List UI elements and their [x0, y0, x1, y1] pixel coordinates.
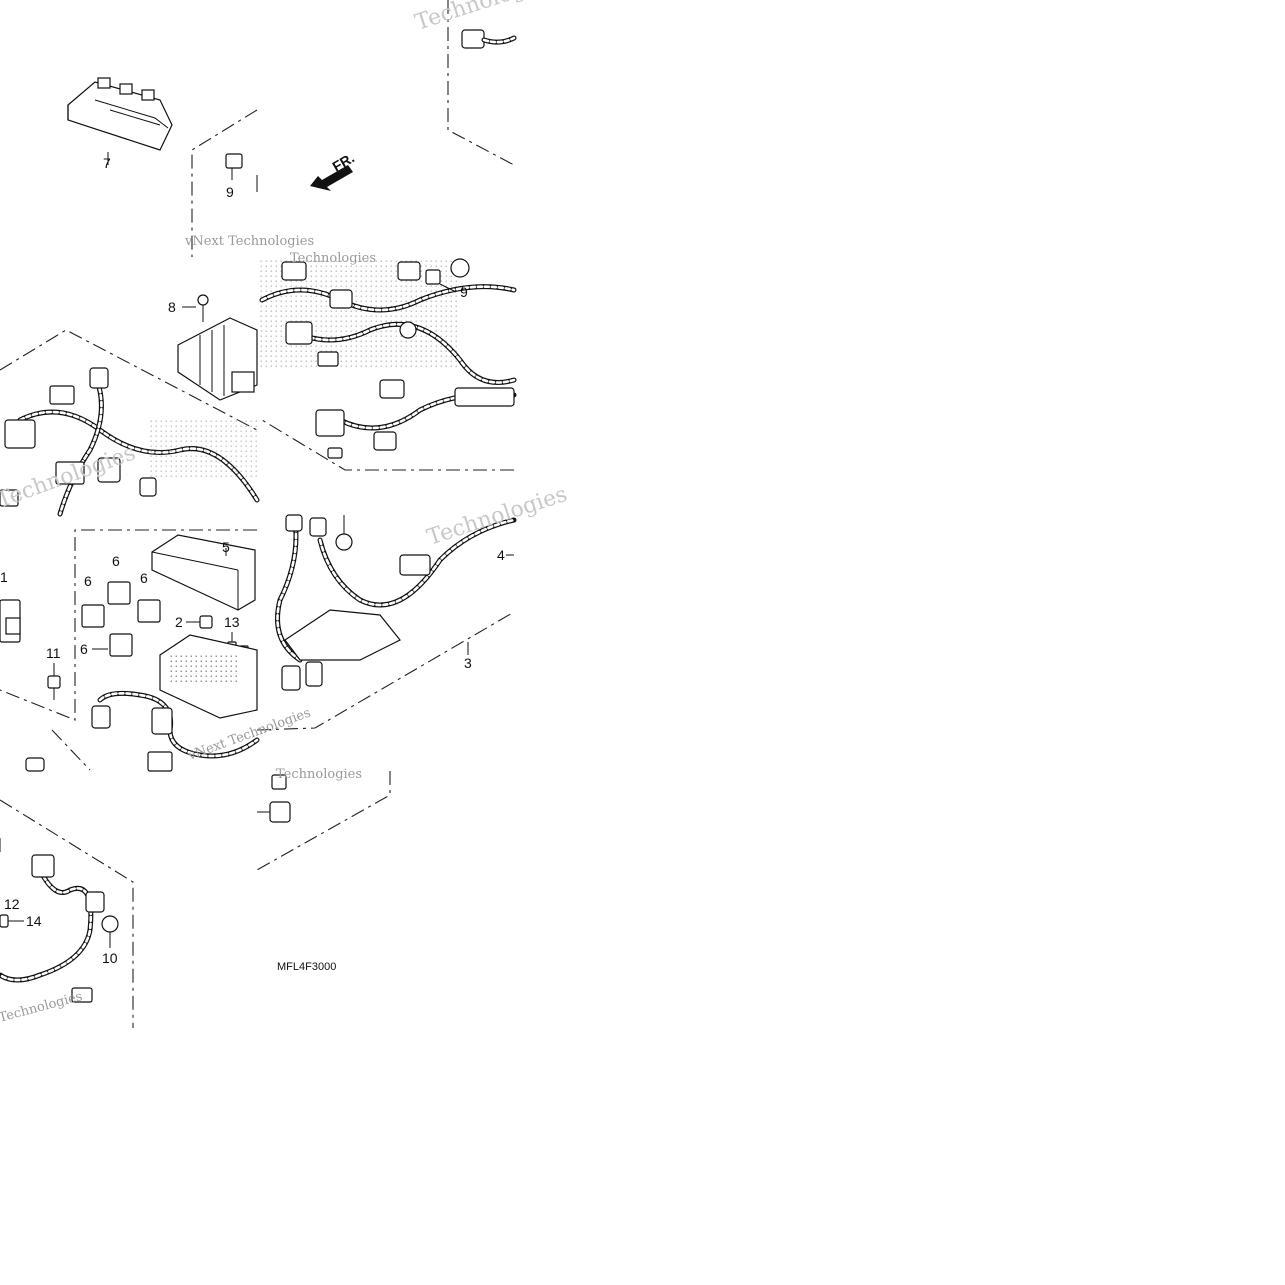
tile-bottom-middle: Technologies MFL4F3000: [256, 767, 391, 973]
watermark: Technologies: [290, 251, 376, 266]
watermark: Technologies: [276, 767, 362, 782]
fuse-box-cover-part-5: [151, 534, 256, 611]
front-direction-label: FR.: [330, 149, 358, 174]
part-code: MFL4F3000: [277, 961, 336, 973]
callout-5: 5: [222, 539, 230, 555]
front-direction-arrow-icon: FR.: [310, 149, 357, 191]
callout-6-d: 6: [80, 641, 88, 657]
callout-3: 3: [464, 655, 472, 671]
watermark: Technologies: [412, 0, 558, 36]
callout-6-a: 6: [84, 573, 92, 589]
callout-4: 4: [497, 547, 505, 563]
fuse-box-part-1: [159, 634, 258, 719]
callout-13: 13: [224, 614, 240, 630]
tile-center: 9 Technologies: [259, 251, 517, 471]
callout-10: 10: [102, 950, 118, 966]
watermark: vNext Technologies: [184, 234, 314, 249]
tile-bottom-left: 10 12 14 Technologies: [0, 799, 134, 1028]
callout-7: 7: [103, 155, 111, 171]
control-unit-part-7: [67, 77, 173, 151]
callout-14: 14: [26, 913, 42, 929]
callout-6-c: 6: [140, 570, 148, 586]
callout-8: 8: [168, 299, 176, 315]
tile-fuse-box: 5 6 6 6 6 2 13 1 11 vNext Technolog: [0, 529, 313, 772]
watermark: vNext Technologies: [185, 705, 312, 764]
tile-top-middle: FR. Technologies: [310, 0, 558, 191]
callout-6-b: 6: [112, 553, 120, 569]
callout-2: 2: [175, 614, 183, 630]
callout-9: 9: [226, 184, 234, 200]
callout-9-b: 9: [460, 284, 468, 300]
tile-left-middle: 8 Technologies: [0, 294, 260, 517]
callout-12: 12: [4, 896, 20, 912]
callout-1: 1: [0, 569, 8, 585]
watermark: Technologies: [0, 989, 84, 1026]
callout-11: 11: [46, 645, 61, 661]
tile-right-middle: 4 3 Technologies: [256, 482, 570, 731]
regulator-part-8: [177, 294, 258, 401]
watermark: Technologies: [424, 482, 570, 551]
tile-left-top: 7 9 vNext Technologies: [67, 77, 314, 257]
